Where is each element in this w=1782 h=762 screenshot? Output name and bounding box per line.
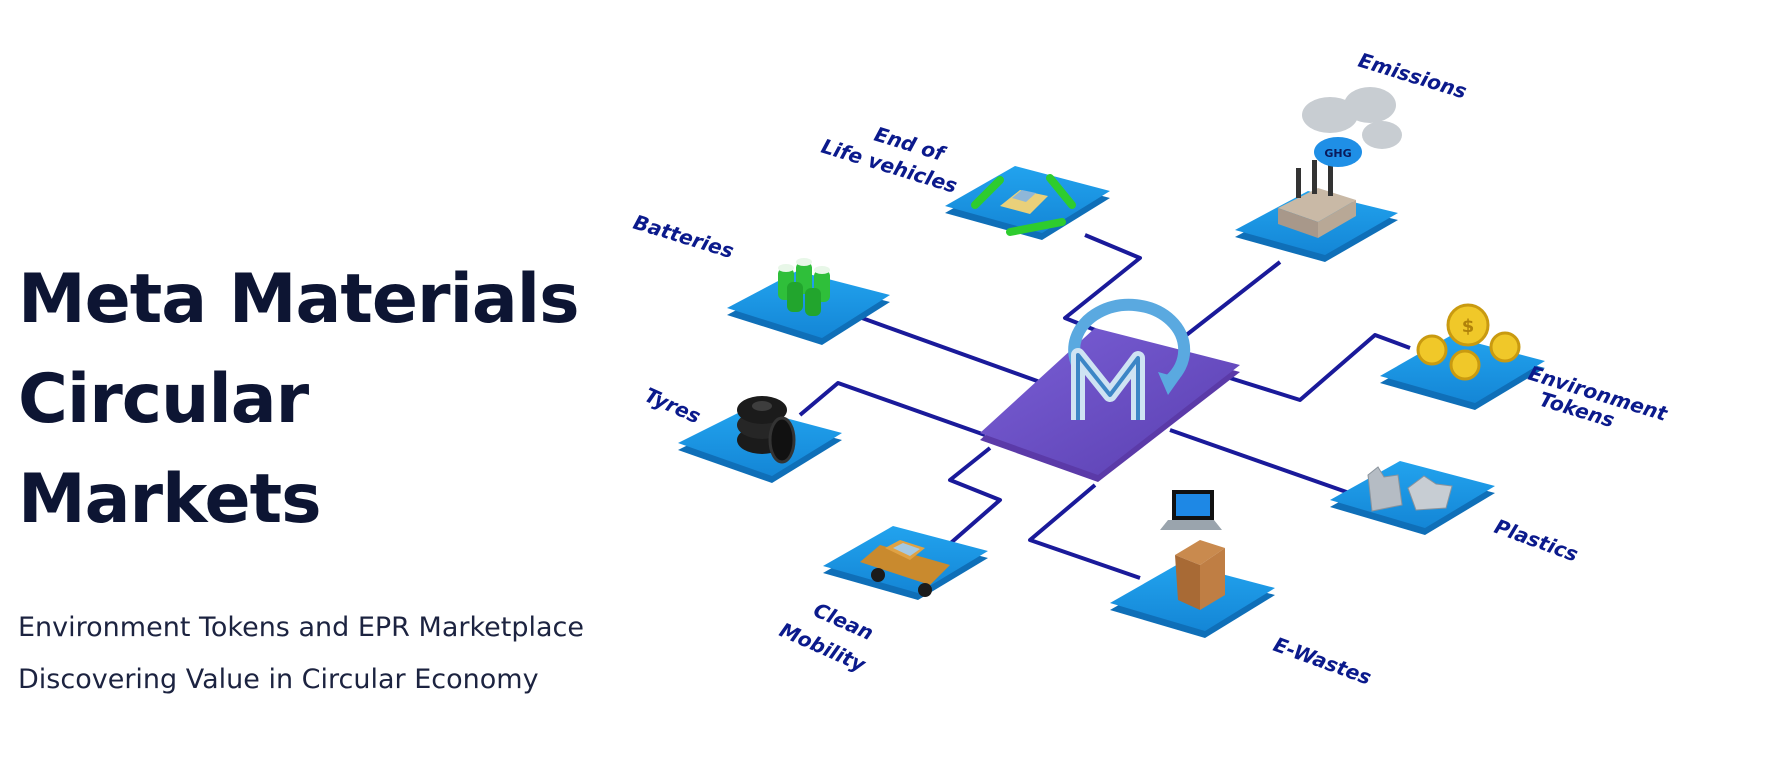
page-title: Meta Materials Circular Markets <box>18 250 618 550</box>
connector-e-wastes <box>1028 483 1141 580</box>
connector-plastics <box>1169 428 1356 497</box>
connector-end-of-life <box>1063 233 1142 334</box>
recycle-car-icon <box>971 174 1076 236</box>
tyres-label: Tyres <box>641 383 704 429</box>
coins-icon: $ <box>1416 303 1521 381</box>
node-e-wastes: E-Wastes <box>1110 490 1375 690</box>
plastic-bags-icon <box>1367 466 1453 512</box>
connector-environment-tokens <box>1229 333 1411 402</box>
subtitle-line-1: Environment Tokens and EPR Marketplace <box>18 612 584 643</box>
tyre-stack-icon <box>737 396 796 464</box>
hero-section: Meta Materials Circular Markets Environm… <box>18 250 618 706</box>
central-hub <box>980 298 1240 482</box>
connector-tyres <box>798 381 986 437</box>
subtitle-block: Environment Tokens and EPR Marketplace D… <box>18 602 618 706</box>
coin-symbol: $ <box>1462 316 1475 337</box>
node-end-of-life-vehicles: End of Life vehicles <box>819 122 1110 240</box>
title-line-2: Circular Markets <box>18 360 322 539</box>
node-batteries: Batteries <box>631 210 890 345</box>
connector-emissions <box>1178 260 1282 342</box>
factory-cloud-icon: GHG <box>1278 87 1402 238</box>
subtitle-line-2: Discovering Value in Circular Economy <box>18 664 539 695</box>
node-plastics: Plastics <box>1330 461 1581 567</box>
ghg-badge: GHG <box>1324 147 1351 160</box>
e-wastes-label: E-Wastes <box>1270 632 1374 690</box>
batteries-label: Batteries <box>631 210 737 263</box>
title-line-1: Meta Materials <box>18 260 580 339</box>
plastics-label: Plastics <box>1491 514 1581 566</box>
laptop-bin-icon <box>1160 490 1225 610</box>
connector-batteries <box>861 316 1041 384</box>
node-tyres: Tyres <box>641 383 842 483</box>
node-clean-mobility: Clean Mobility <box>776 526 988 677</box>
electric-car-icon <box>860 540 950 597</box>
battery-cells-icon <box>778 258 830 316</box>
node-emissions: GHG Emissions <box>1235 48 1470 262</box>
node-environment-tokens: $ Environment Tokens <box>1380 303 1671 432</box>
recycle-chart-logo-icon <box>1068 298 1191 420</box>
connector-lines <box>798 233 1411 580</box>
connector-clean-mobility <box>943 446 1002 550</box>
